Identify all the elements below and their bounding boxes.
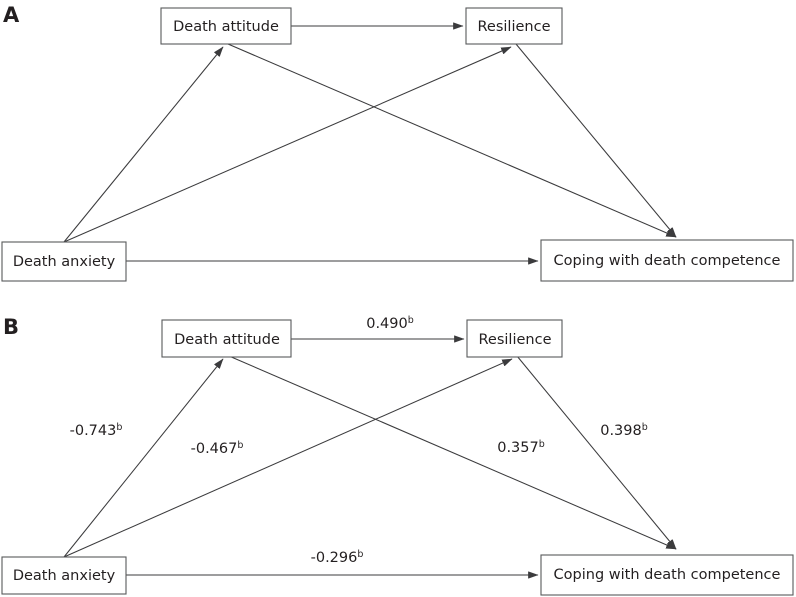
panel-b-coef-attitude-resilience: 0.490b: [366, 315, 414, 333]
panel-b-coef-attitude-resilience-sup: b: [408, 315, 414, 326]
panel-a-node-death-attitude: Death attitude: [160, 7, 292, 45]
panel-b-coef-attitude-resilience-value: 0.490: [366, 316, 408, 332]
panel-b-label-resilience: Resilience: [479, 332, 552, 348]
panel-a-box-coping: [540, 239, 794, 282]
panel-b-coef-resilience-coping-sup: b: [642, 422, 648, 433]
panel-a-label-death-anxiety: Death anxiety: [13, 254, 116, 270]
panel-b-coef-attitude-coping: 0.357b: [497, 439, 545, 457]
panel-b-box-resilience: [466, 319, 563, 358]
panel-b-node-coping: Coping with death competence: [540, 554, 794, 596]
panel-b-edge-anxiety-attitude: [63, 358, 224, 558]
panel-b-coef-attitude-coping-value: 0.357: [497, 440, 539, 456]
panel-b-label-death-attitude: Death attitude: [174, 332, 280, 348]
panel-b-node-resilience: Resilience: [466, 319, 563, 358]
panel-a-edge-anxiety-attitude: [63, 46, 224, 243]
panel-a-box-death-attitude: [160, 7, 292, 45]
panel-b-coef-anxiety-resilience-value: -0.467: [191, 441, 238, 457]
panel-b-coef-attitude-coping-sup: b: [539, 439, 545, 450]
panel-b: B 0.490b -0.743b -0.467b: [1, 315, 794, 596]
panel-b-node-death-anxiety: Death anxiety: [1, 556, 127, 595]
panel-b-coef-anxiety-attitude: -0.743b: [70, 422, 123, 440]
panel-a-node-resilience: Resilience: [465, 7, 563, 45]
panel-b-coef-anxiety-attitude-sup: b: [116, 422, 122, 433]
panel-a-node-death-anxiety: Death anxiety: [1, 241, 127, 282]
panel-b-label-death-anxiety: Death anxiety: [13, 568, 116, 584]
panel-b-coef-anxiety-resilience-sup: b: [237, 440, 243, 451]
panel-a-box-death-anxiety: [1, 241, 127, 282]
panel-a-node-coping: Coping with death competence: [540, 239, 794, 282]
panel-b-node-death-attitude: Death attitude: [161, 319, 292, 358]
panel-a-label-resilience: Resilience: [478, 19, 551, 35]
panel-a-edge-anxiety-resilience: [63, 46, 512, 243]
panel-b-coef-anxiety-attitude-value: -0.743: [70, 423, 117, 439]
panel-a: A Death attitude Resilience: [1, 3, 794, 282]
panel-b-coef-anxiety-coping: -0.296b: [311, 549, 364, 567]
panel-a-label-death-attitude: Death attitude: [173, 19, 279, 35]
panel-a-label-coping: Coping with death competence: [554, 253, 781, 269]
panel-b-coef-anxiety-coping-sup: b: [357, 549, 363, 560]
panel-a-label: A: [3, 3, 20, 27]
panel-b-edge-resilience-coping: [516, 355, 677, 550]
panel-b-box-death-attitude: [161, 319, 292, 358]
panel-b-label: B: [3, 315, 19, 339]
panel-a-box-resilience: [465, 7, 563, 45]
panel-b-coef-anxiety-coping-value: -0.296: [311, 550, 358, 566]
panel-a-edge-attitude-coping: [227, 43, 677, 238]
panel-b-coef-resilience-coping-value: 0.398: [600, 423, 642, 439]
panel-a-edge-resilience-coping: [515, 43, 677, 238]
panel-b-coef-resilience-coping: 0.398b: [600, 422, 648, 440]
panel-b-box-coping: [540, 554, 794, 596]
panel-b-edge-anxiety-resilience: [63, 358, 513, 558]
panel-b-edge-attitude-coping: [228, 355, 677, 550]
panel-b-label-coping: Coping with death competence: [554, 567, 781, 583]
panel-b-box-death-anxiety: [1, 556, 127, 595]
panel-b-coef-anxiety-resilience: -0.467b: [191, 440, 244, 458]
